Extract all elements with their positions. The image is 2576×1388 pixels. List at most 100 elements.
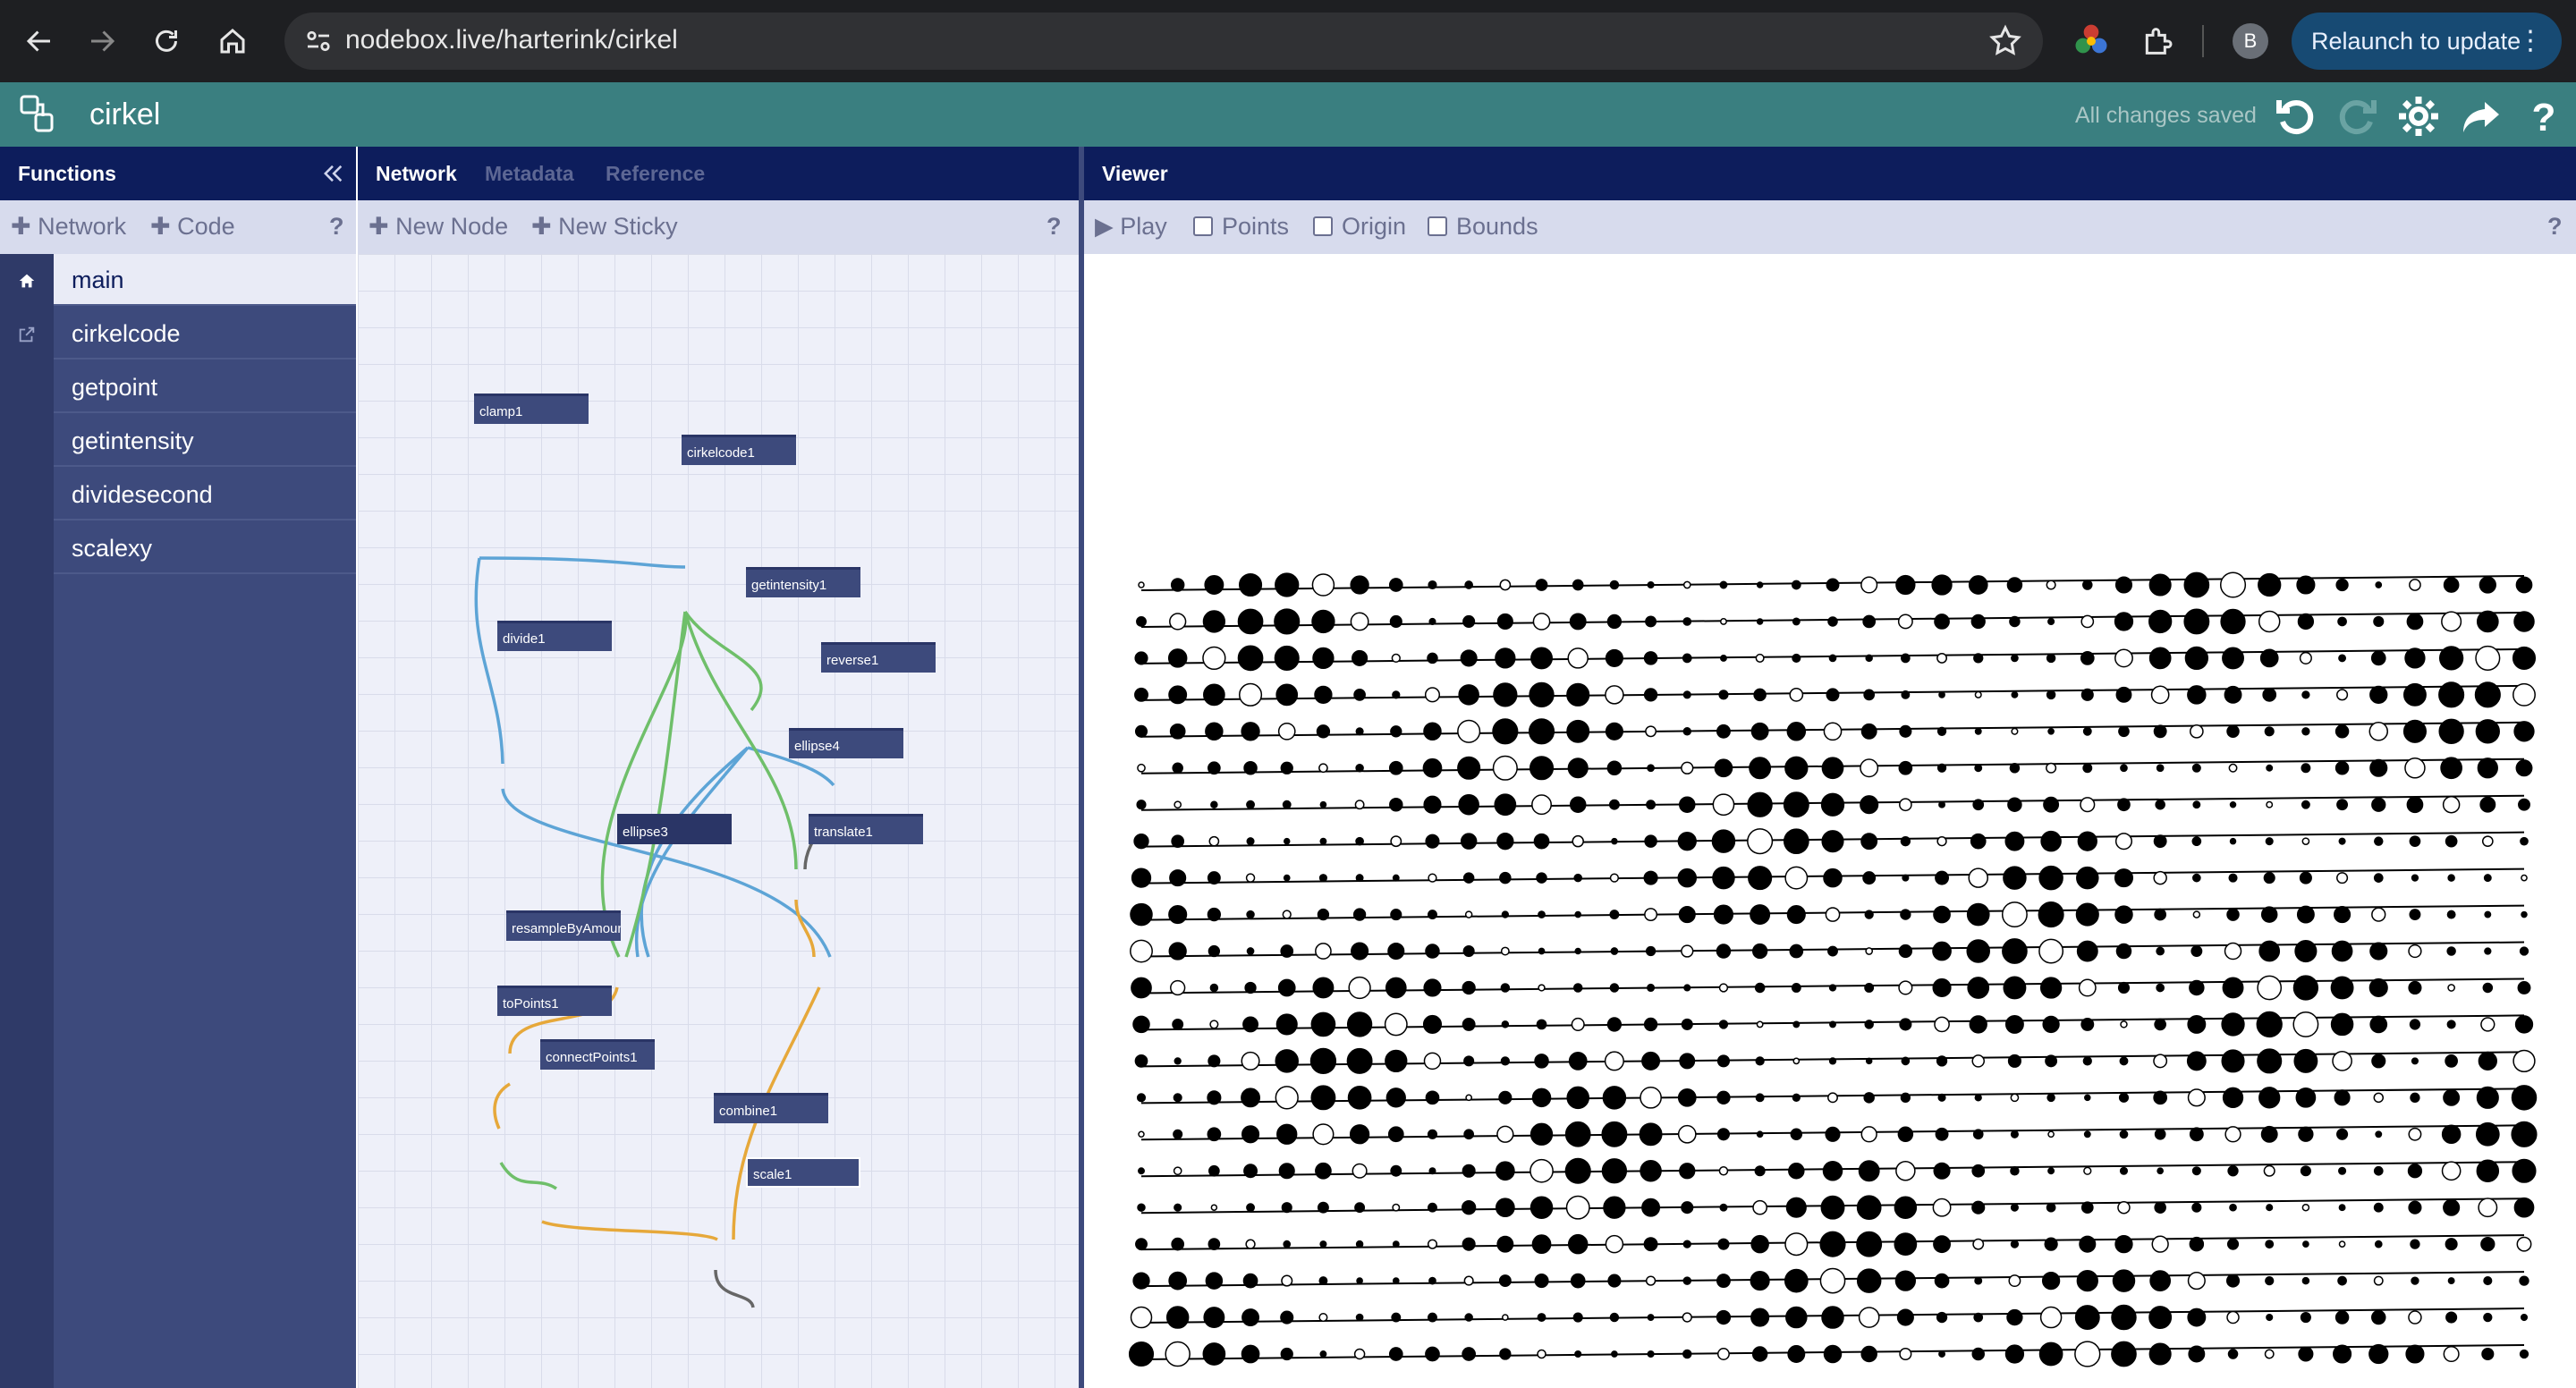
node-divide1[interactable]: divide1 — [497, 621, 612, 651]
connection[interactable] — [683, 611, 763, 712]
undo-icon[interactable] — [2274, 95, 2317, 138]
output-circle — [1281, 1274, 1293, 1287]
output-circle — [1428, 617, 1436, 626]
color-extension-icon[interactable] — [2073, 23, 2109, 59]
share-arrow-icon[interactable] — [2460, 95, 2503, 138]
function-item-main[interactable]: main — [54, 254, 356, 306]
function-item-getpoint[interactable]: getpoint — [54, 361, 356, 413]
tab-reference[interactable]: Reference — [606, 162, 706, 185]
redo-icon[interactable] — [2336, 95, 2379, 138]
viewer-canvas[interactable] — [1084, 254, 2576, 1388]
help-icon[interactable]: ? — [2522, 95, 2565, 138]
connection[interactable] — [683, 611, 798, 870]
viewer-help-button[interactable]: ? — [2547, 213, 2563, 240]
url-text[interactable]: nodebox.live/harterink/cirkel — [345, 25, 678, 55]
output-circle — [1645, 945, 1657, 957]
node-combine1[interactable]: combine1 — [714, 1093, 828, 1123]
output-circle — [1171, 1237, 1185, 1251]
node-toPoints1[interactable]: toPoints1 — [497, 986, 612, 1016]
settings-gear-icon[interactable] — [2397, 95, 2440, 138]
checkbox-box[interactable] — [1428, 216, 1447, 236]
back-icon[interactable] — [18, 20, 61, 63]
bookmark-star-icon[interactable] — [1987, 23, 2023, 59]
reload-icon[interactable] — [145, 20, 188, 63]
connection[interactable] — [624, 611, 687, 958]
output-circle — [1241, 1088, 1261, 1108]
output-circle — [1165, 1341, 1191, 1367]
output-circle — [2445, 1311, 2458, 1324]
node-ellipse4[interactable]: ellipse4 — [789, 728, 903, 758]
output-circle — [2046, 1202, 2056, 1213]
connection[interactable] — [479, 556, 686, 569]
relaunch-button[interactable]: Relaunch to update ⋮ — [2292, 13, 2562, 70]
node-clamp1[interactable]: clamp1 — [474, 394, 589, 424]
node-reverse1[interactable]: reverse1 — [821, 642, 936, 673]
connection[interactable] — [474, 557, 504, 765]
connection[interactable] — [794, 899, 816, 958]
panel-splitter[interactable] — [1079, 147, 1084, 1388]
functions-help-button[interactable]: ? — [329, 213, 344, 240]
tab-metadata[interactable]: Metadata — [485, 162, 574, 185]
connection[interactable] — [493, 1082, 511, 1130]
forward-icon[interactable] — [80, 20, 123, 63]
points-checkbox[interactable]: Points — [1193, 213, 1289, 241]
connection[interactable] — [499, 1162, 557, 1190]
connection[interactable] — [634, 746, 750, 958]
output-circle — [1319, 837, 1327, 845]
more-vert-icon[interactable]: ⋮ — [2517, 26, 2544, 55]
origin-checkbox[interactable]: Origin — [1313, 213, 1406, 241]
output-circle — [1611, 837, 1618, 845]
node-translate1[interactable]: translate1 — [809, 814, 923, 844]
output-circle — [1275, 1086, 1299, 1110]
home-icon[interactable] — [211, 20, 254, 63]
output-circle — [1900, 1092, 1911, 1103]
connection[interactable] — [714, 1269, 755, 1308]
output-circle — [1275, 1013, 1298, 1036]
output-circle — [2114, 576, 2133, 594]
add-code-button[interactable]: ✚ Code — [150, 213, 235, 240]
checkbox-box[interactable] — [1313, 216, 1333, 236]
output-circle — [1682, 727, 1692, 736]
connection[interactable] — [640, 746, 750, 958]
output-circle — [1682, 1276, 1692, 1285]
node-getintensity1[interactable]: getintensity1 — [746, 567, 860, 597]
output-circle — [1750, 1271, 1770, 1291]
output-circle — [1607, 1274, 1622, 1288]
extensions-puzzle-icon[interactable] — [2140, 23, 2175, 59]
add-network-button[interactable]: ✚ Network — [11, 213, 127, 240]
function-item-dividesecond[interactable]: dividesecond — [54, 469, 356, 520]
output-circle — [2519, 1349, 2529, 1359]
function-item-cirkelcode[interactable]: cirkelcode — [54, 308, 356, 360]
site-settings-icon[interactable] — [302, 25, 335, 57]
connection[interactable] — [747, 746, 835, 787]
output-circle — [1716, 1274, 1731, 1289]
new-node-button[interactable]: ✚ New Node — [369, 213, 509, 240]
output-circle — [1643, 651, 1658, 665]
connection[interactable] — [600, 611, 688, 958]
output-circle — [1860, 1126, 1877, 1143]
output-circle — [1566, 682, 1590, 707]
play-button[interactable]: ▶ Play — [1095, 213, 1167, 240]
node-cirkelcode1[interactable]: cirkelcode1 — [682, 435, 796, 465]
node-connectPoints1[interactable]: connectPoints1 — [540, 1039, 655, 1070]
node-scale1-rendered[interactable]: scale1 — [746, 1157, 860, 1188]
output-circle — [1895, 1160, 1916, 1181]
node-resampleByAmount[interactable]: resampleByAmount — [506, 910, 621, 941]
tab-network[interactable]: Network — [376, 162, 457, 185]
output-circle — [1462, 1347, 1477, 1361]
checkbox-box[interactable] — [1193, 216, 1213, 236]
output-circle — [1856, 1231, 1883, 1257]
address-bar[interactable]: nodebox.live/harterink/cirkel — [284, 13, 2043, 70]
profile-avatar[interactable]: B — [2233, 23, 2268, 59]
collapse-panel-icon[interactable] — [320, 161, 345, 186]
bounds-checkbox[interactable]: Bounds — [1428, 213, 1538, 241]
connection[interactable] — [541, 1220, 718, 1241]
network-help-button[interactable]: ? — [1046, 213, 1062, 240]
output-circle — [2038, 938, 2064, 964]
function-item-scalexy[interactable]: scalexy — [54, 522, 356, 574]
function-item-getintensity[interactable]: getintensity — [54, 415, 356, 467]
output-circle — [2148, 1342, 2172, 1366]
new-sticky-button[interactable]: ✚ New Sticky — [531, 213, 678, 240]
output-circle — [1428, 1167, 1436, 1175]
node-ellipse3[interactable]: ellipse3 — [617, 814, 732, 844]
